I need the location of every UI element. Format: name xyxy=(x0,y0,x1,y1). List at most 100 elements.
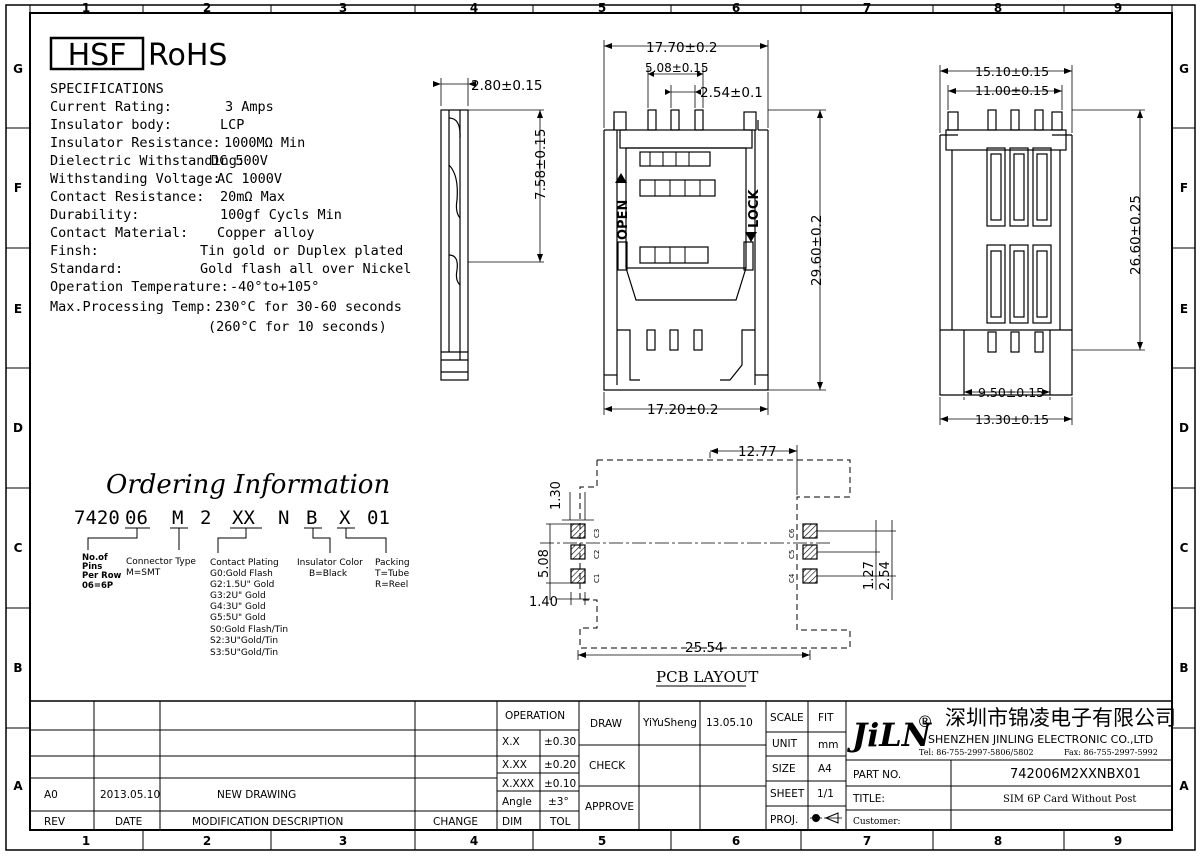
pad-label: C1 xyxy=(593,574,601,583)
ordering-title: Ordering Information xyxy=(106,470,390,500)
dim-front-pitch: 2.54±0.1 xyxy=(700,85,763,101)
col-label: 8 xyxy=(994,834,1002,848)
open-arrow-icon xyxy=(615,173,627,183)
pcb-pad xyxy=(802,544,818,560)
tolerance-value: ±3° xyxy=(548,796,569,808)
projection-symbol-icon xyxy=(810,812,842,824)
open-label: OPEN xyxy=(616,200,631,240)
plating-note: S0:Gold Flash/Tin xyxy=(210,625,288,635)
spec-label: Current Rating: xyxy=(50,99,172,115)
col-label: 6 xyxy=(732,834,740,848)
draw-label: DRAW xyxy=(590,718,623,730)
row-label: A xyxy=(13,779,23,793)
size-label: SIZE xyxy=(772,763,796,775)
code-plating: XX xyxy=(232,507,255,529)
side-view xyxy=(440,78,544,381)
dim-bottom-foot-outer: 13.30±0.15 xyxy=(975,412,1049,427)
pcb-layout xyxy=(540,445,896,660)
connector-note: M=SMT xyxy=(126,568,161,578)
approval-table: DRAW YiYuSheng 13.05.10 CHECK APPROVE xyxy=(585,717,753,813)
ordering-information: Ordering Information 7420 06 M 2 XX N B … xyxy=(74,470,410,658)
row-label: E xyxy=(1180,302,1188,316)
plating-note: G0:Gold Flash xyxy=(210,569,273,579)
col-label: 7 xyxy=(863,834,871,848)
col-label: 4 xyxy=(470,834,478,848)
dim-front-width-top: 17.70±0.2 xyxy=(646,40,717,56)
tolerance-dim: X.XX xyxy=(502,759,527,771)
ordering-leaders xyxy=(87,527,387,553)
insulator-note: B=Black xyxy=(309,569,348,579)
spec-value: 100gf Cycls Min xyxy=(220,207,342,223)
plating-note: G3:2U" Gold xyxy=(210,591,266,601)
spec-label: Insulator body: xyxy=(50,117,172,133)
spec-value: (260°C for 10 seconds) xyxy=(208,319,387,335)
row-label: G xyxy=(13,62,23,76)
revision-header: MODIFICATION DESCRIPTION xyxy=(192,816,343,828)
lock-label: LOCK xyxy=(747,189,762,228)
dim-pcb-pitch2: 2.54 xyxy=(878,561,893,590)
dim-bottom-foot-inner: 9.50±0.15 xyxy=(978,385,1044,400)
pad-label: C5 xyxy=(788,550,796,559)
plating-note: G2:1.5U" Gold xyxy=(210,580,274,590)
title-label: TITLE: xyxy=(852,793,885,805)
pad-label: C3 xyxy=(593,529,601,538)
col-label: 4 xyxy=(470,1,478,15)
col-label: 9 xyxy=(1114,834,1122,848)
part-no-label: PART NO. xyxy=(853,769,901,781)
tolerance-footer: DIM xyxy=(502,816,522,828)
spec-value: DC 500V xyxy=(211,153,268,169)
pad-label: C6 xyxy=(788,528,796,538)
revision-header: DATE xyxy=(115,816,142,828)
dim-pcb-top: 12.77 xyxy=(738,444,777,460)
col-label: 7 xyxy=(863,1,871,15)
plating-note: S2:3U"Gold/Tin xyxy=(210,636,278,646)
tolerance-value: ±0.20 xyxy=(544,759,576,771)
spec-value: Gold flash all over Nickel xyxy=(200,261,411,277)
spec-label: Contact Resistance: xyxy=(50,189,204,205)
pins-note: 06=6P xyxy=(82,581,113,591)
unit-value: mm xyxy=(818,739,838,751)
row-label: B xyxy=(13,661,22,675)
spec-value: Tin gold or Duplex plated xyxy=(200,243,403,259)
projection-label: PROJ. xyxy=(770,814,798,826)
packing-note: Packing xyxy=(375,558,410,568)
hsf-box xyxy=(49,36,145,71)
pcb-pad xyxy=(802,523,818,539)
pcb-pad xyxy=(570,544,586,560)
column-labels-bottom: 1 2 3 4 5 6 7 8 9 xyxy=(82,834,1122,848)
dim-front-width-bottom: 17.20±0.2 xyxy=(647,402,718,418)
col-label: 3 xyxy=(339,834,347,848)
col-label: 1 xyxy=(82,834,90,848)
row-label: F xyxy=(14,181,22,195)
approve-label: APPROVE xyxy=(585,801,634,813)
sheet-label: SHEET xyxy=(770,788,805,800)
col-label: 3 xyxy=(339,1,347,15)
tolerance-footer: TOL xyxy=(549,816,571,828)
row-label: A xyxy=(1179,779,1189,793)
pcb-labels: 12.77 1.30 5.08 1.40 25.54 1.27 2.54 C3 … xyxy=(529,444,893,687)
company-fax: Fax: 86-755-2997-5992 xyxy=(1064,748,1158,757)
code-pins: 06 xyxy=(125,507,148,529)
row-label: F xyxy=(1180,181,1188,195)
row-labels-left: G F E D C B A xyxy=(13,62,23,793)
spec-value: -40°to+105° xyxy=(230,279,319,295)
row-label: C xyxy=(14,541,23,555)
scale-label: SCALE xyxy=(770,712,804,724)
col-label: 5 xyxy=(598,834,606,848)
specifications: SPECIFICATIONS Current Rating: 3 Amps In… xyxy=(50,81,411,335)
dim-pcb-pad-width: 1.40 xyxy=(529,595,558,610)
revision-header: CHANGE xyxy=(433,816,478,828)
tolerance-dim: X.XXX xyxy=(502,778,534,790)
tolerance-dim: Angle xyxy=(502,796,532,808)
col-label: 2 xyxy=(203,1,211,15)
registered-mark: ® xyxy=(917,712,933,731)
code-row: 2 xyxy=(200,507,211,529)
plating-note: Contact Plating xyxy=(210,558,279,568)
dim-side-thickness: 2.80±0.15 xyxy=(471,78,542,94)
pins-note: Per Row xyxy=(82,571,122,581)
tolerance-dim: X.X xyxy=(502,736,520,748)
col-label: 8 xyxy=(994,1,1002,15)
spec-label: Standard: xyxy=(50,261,123,277)
spec-value: LCP xyxy=(220,117,244,133)
code-packing: X xyxy=(339,507,351,529)
